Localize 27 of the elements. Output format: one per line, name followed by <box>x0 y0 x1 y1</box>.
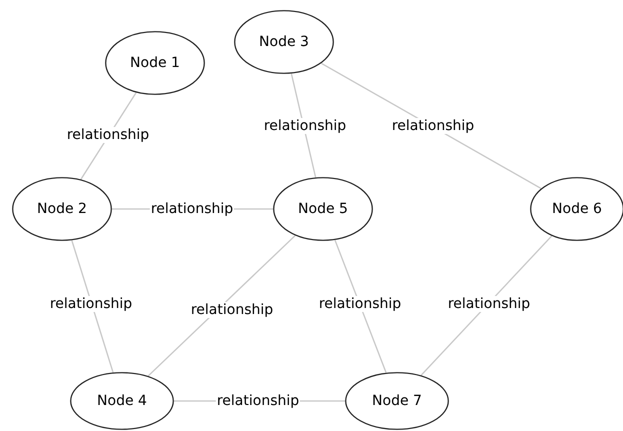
connector-line <box>334 240 387 373</box>
node-label: Node 6 <box>552 201 602 217</box>
edge-label: relationship <box>150 201 234 217</box>
connector-line <box>71 240 114 373</box>
node-label: Node 3 <box>259 34 309 50</box>
edge-label: relationship <box>262 118 348 134</box>
edge-label: relationship <box>216 393 300 409</box>
edge-label: relationship <box>446 296 532 312</box>
edge-label: relationship <box>66 127 150 143</box>
node-ellipse <box>70 372 174 430</box>
node-ellipse <box>273 177 373 241</box>
edge-label: relationship <box>48 296 134 312</box>
node-label: Node 4 <box>97 393 147 409</box>
connector-line <box>321 62 542 190</box>
node-label: Node 1 <box>130 55 180 71</box>
node-ellipse <box>105 31 205 95</box>
node-label: Node 7 <box>372 393 422 409</box>
node-ellipse <box>12 177 112 241</box>
edge-label: relationship <box>390 118 476 134</box>
connector-line <box>420 236 552 376</box>
connector-line <box>148 235 296 376</box>
node-ellipse <box>345 372 449 430</box>
node-label: Node 5 <box>298 201 348 217</box>
edge-label: relationship <box>190 302 274 318</box>
node-ellipse <box>234 10 334 74</box>
node-label: Node 2 <box>37 201 87 217</box>
edge-label: relationship <box>318 296 402 312</box>
